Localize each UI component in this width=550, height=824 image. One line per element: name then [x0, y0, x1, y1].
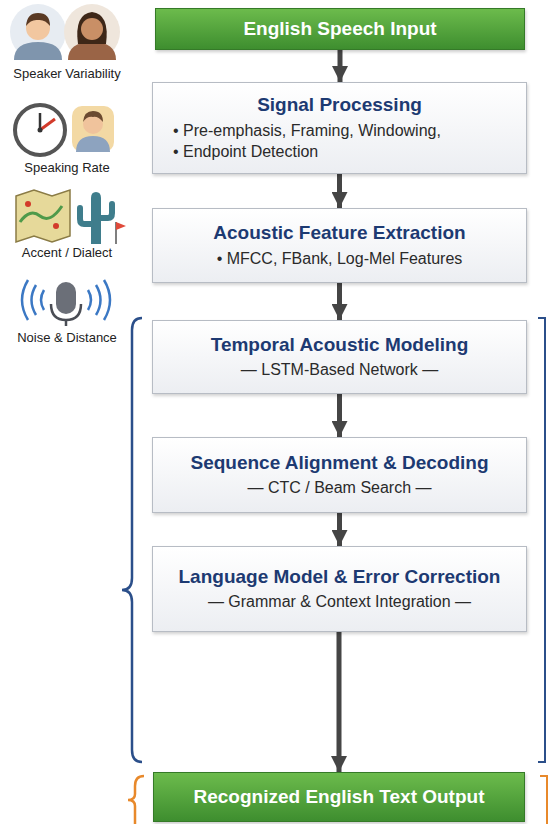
factor-label: Accent / Dialect: [0, 245, 134, 260]
icon-ground: [64, 4, 120, 60]
box-detail: — LSTM-Based Network —: [167, 360, 512, 381]
output-bracket: [540, 776, 547, 824]
accent-icon: [16, 190, 126, 244]
flag: [116, 222, 126, 230]
map-pin: [25, 201, 31, 207]
speaker-icon: [10, 4, 120, 60]
microphone-stand: [65, 320, 68, 326]
box-detail: — Grammar & Context Integration —: [167, 592, 512, 613]
person-hair: [77, 12, 106, 44]
box-title: English Speech Input: [168, 17, 512, 41]
box-detail: • MFCC, FBank, Log-Mel Features: [167, 249, 512, 270]
clock-pin: [38, 128, 43, 133]
cactus-arm: [101, 204, 112, 218]
person-shoulders: [68, 42, 116, 60]
microphone-holder: [51, 304, 81, 320]
microphone: [56, 282, 76, 314]
sound-wave: [32, 285, 37, 315]
icon-ground: [10, 4, 66, 60]
box-title: Acoustic Feature Extraction: [167, 221, 512, 245]
rate-icon: [15, 105, 114, 155]
factor-label: Noise & Distance: [0, 330, 134, 345]
person-head: [81, 18, 103, 40]
sound-wave: [96, 285, 101, 315]
flow-arrow: [337, 394, 342, 437]
flow-arrow: [337, 174, 342, 208]
box-title: Temporal Acoustic Modeling: [167, 333, 512, 357]
sound-wave: [104, 280, 110, 320]
box-detail: — CTC / Beam Search —: [167, 478, 512, 499]
clock-hand: [39, 113, 42, 130]
map-road: [20, 206, 62, 222]
process-box: Acoustic Feature Extraction • MFCC, FBank…: [152, 208, 527, 283]
box-detail: • Pre-emphasis, Framing, Windowing,: [167, 121, 512, 142]
cactus-arm: [80, 208, 91, 224]
box-detail: • Endpoint Detection: [167, 142, 512, 163]
flow-arrow: [337, 632, 342, 772]
group-bracket: [122, 318, 142, 762]
flow-arrow: [337, 283, 342, 320]
person-hair: [26, 13, 50, 26]
clock-face: [15, 105, 65, 155]
clock-hand: [40, 119, 55, 130]
process-box: Language Model & Error Correction — Gramm…: [152, 546, 527, 632]
box-title: Recognized English Text Output: [166, 785, 512, 809]
process-box: Sequence Alignment & Decoding — CTC / Bea…: [152, 437, 527, 513]
process-box: Signal Processing • Pre-emphasis, Framing…: [152, 82, 527, 174]
icon-ground: [72, 106, 114, 152]
sound-wave: [22, 280, 28, 320]
person-shoulders: [14, 42, 62, 60]
map: [16, 190, 70, 242]
process-box: Temporal Acoustic Modeling — LSTM-Based N…: [152, 320, 527, 394]
terminal-box: Recognized English Text Output: [153, 772, 525, 822]
sound-wave: [88, 290, 91, 310]
flow-arrow: [337, 513, 342, 546]
noise-icon: [22, 280, 110, 326]
terminal-box: English Speech Input: [155, 8, 525, 50]
factor-label: Speaking Rate: [0, 160, 134, 175]
box-title: Language Model & Error Correction: [167, 565, 512, 589]
group-bracket: [538, 318, 545, 762]
person-hair: [83, 111, 103, 122]
box-title: Signal Processing: [167, 93, 512, 117]
box-title: Sequence Alignment & Decoding: [167, 451, 512, 475]
output-bracket: [128, 776, 144, 824]
factor-label: Speaker Variability: [0, 66, 134, 81]
flow-arrow: [338, 50, 343, 82]
person-shoulders: [76, 136, 110, 152]
map-pin: [53, 223, 59, 229]
sound-wave: [41, 290, 44, 310]
